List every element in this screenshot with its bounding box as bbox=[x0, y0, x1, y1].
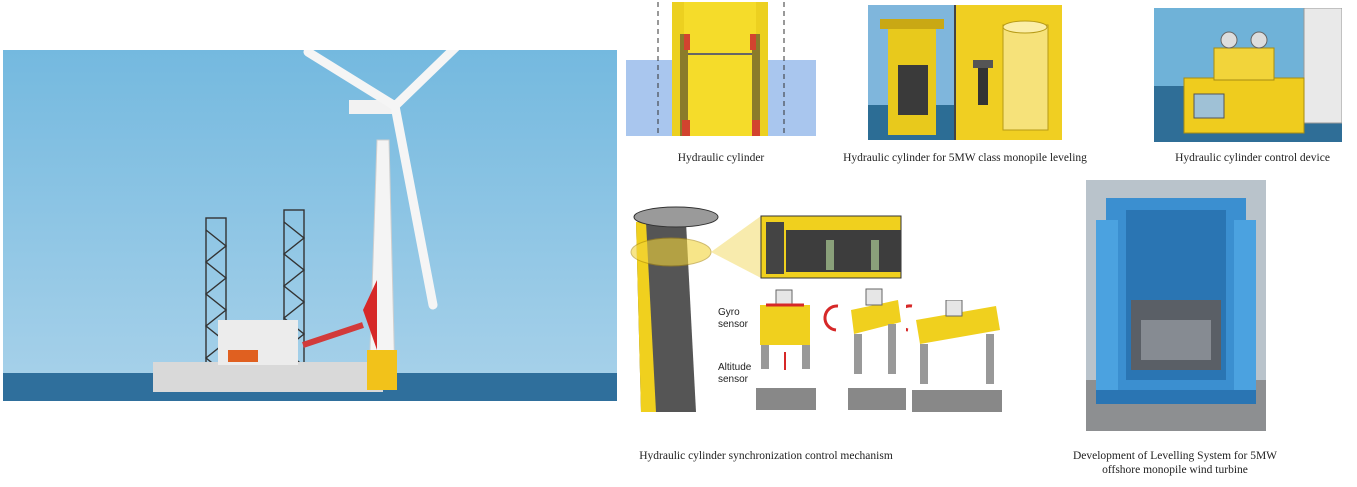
altitude-label-line1: Altitude bbox=[718, 362, 752, 373]
hydraulic-cylinder-image bbox=[626, 2, 816, 136]
sync-mechanism-diagram: Gyro sensor Altitude sensor bbox=[626, 192, 906, 414]
wind-turbine-photo bbox=[3, 50, 617, 401]
caption-control-device: Hydraulic cylinder control device bbox=[1175, 152, 1330, 164]
caption-monopile-leveling: Hydraulic cylinder for 5MW class monopil… bbox=[843, 152, 1087, 164]
control-device-image bbox=[1154, 8, 1342, 142]
caption-hydraulic-cylinder: Hydraulic cylinder bbox=[677, 152, 765, 164]
gyro-label-line1: Gyro bbox=[718, 307, 740, 318]
sync-mechanism-diagram-extra bbox=[906, 300, 1006, 414]
caption-sync-mechanism: Hydraulic cylinder synchronization contr… bbox=[639, 450, 893, 462]
altitude-label-line2: sensor bbox=[718, 374, 749, 385]
levelling-system-photo bbox=[1086, 180, 1266, 431]
monopile-leveling-image bbox=[868, 5, 1062, 140]
caption-levelling-line2: offshore monopile wind turbine bbox=[1102, 464, 1248, 476]
caption-levelling-line1: Development of Levelling System for 5MW bbox=[1072, 450, 1278, 462]
gyro-label-line2: sensor bbox=[718, 319, 749, 330]
